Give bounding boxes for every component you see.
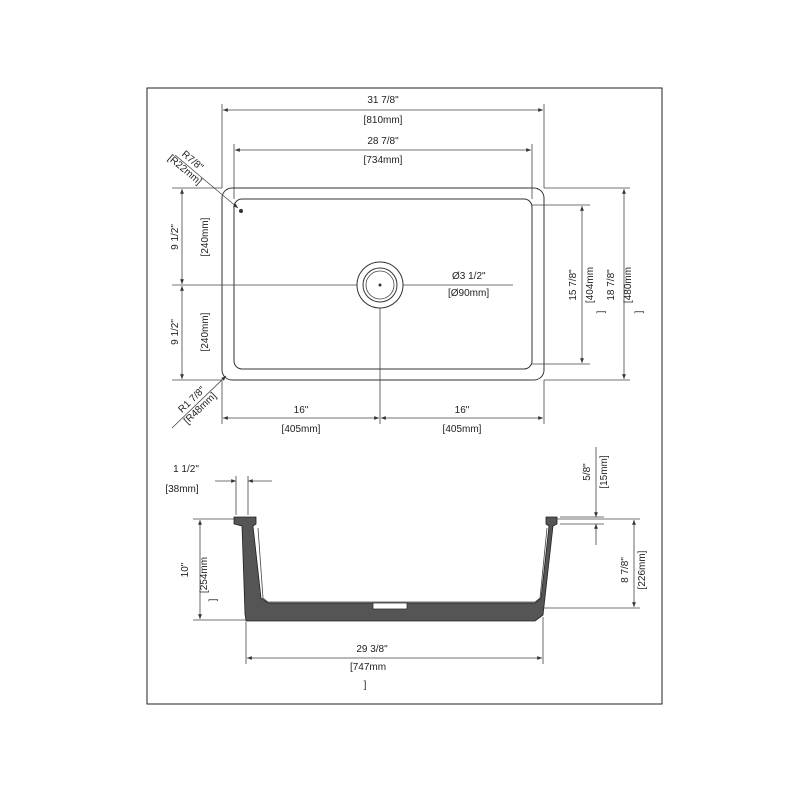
inner-depth-label: 15 7/8" [404mm ] <box>568 267 607 313</box>
corner-point <box>239 209 243 213</box>
bottom-width-imperial: 29 3/8" <box>356 644 388 655</box>
corner-radius-bottom-leader <box>171 375 227 429</box>
corner-radius-top-label: R7/8" [R22mm] <box>165 149 205 188</box>
drain-opening <box>372 602 408 610</box>
svg-text:[404mm: [404mm <box>585 267 596 303</box>
svg-text:10": 10" <box>180 562 191 577</box>
drain-diameter-imperial: Ø3 1/2" <box>452 271 486 282</box>
drain-offset-right-imperial: 16" <box>455 405 470 416</box>
bottom-width-metric: [747mm <box>350 662 386 673</box>
corner-radius-top-leader <box>174 154 239 209</box>
svg-text:[254mm: [254mm <box>199 557 210 593</box>
svg-text:]: ] <box>634 310 645 313</box>
side-view: 1 1/2" [38mm] 5/8" [15mm] 10" [254mm ] 8… <box>165 447 648 691</box>
half-depth-lower-label: 9 1/2" [240mm] <box>170 312 211 351</box>
flange-thickness-label: 5/8" [15mm] <box>582 455 610 489</box>
drain-diameter-metric: [Ø90mm] <box>448 288 489 299</box>
drain <box>356 261 404 309</box>
overall-height-label: 10" [254mm ] <box>180 557 219 601</box>
svg-text:5/8": 5/8" <box>582 463 593 481</box>
svg-text:[15mm]: [15mm] <box>599 455 610 489</box>
svg-text:[240mm]: [240mm] <box>200 217 211 256</box>
inner-height-label: 8 7/8" [226mm] <box>620 550 648 589</box>
overall-depth-label: 18 7/8" [480mm ] <box>606 267 645 313</box>
bottom-width-bracket: ] <box>364 680 367 691</box>
overall-width-imperial: 31 7/8" <box>367 95 399 106</box>
drain-offset-left-metric: [405mm] <box>282 424 321 435</box>
svg-text:18 7/8": 18 7/8" <box>606 269 617 301</box>
inner-width-metric: [734mm] <box>364 155 403 166</box>
svg-text:[226mm]: [226mm] <box>637 550 648 589</box>
svg-text:15 7/8": 15 7/8" <box>568 269 579 301</box>
flange-width-metric: [38mm] <box>165 484 199 495</box>
sink-inner-wall <box>257 527 548 603</box>
drain-offset-right-metric: [405mm] <box>443 424 482 435</box>
svg-text:[240mm]: [240mm] <box>200 312 211 351</box>
svg-text:]: ] <box>208 598 219 601</box>
svg-text:[480mm: [480mm <box>623 267 634 303</box>
drawing-frame <box>146 87 663 705</box>
svg-text:9 1/2": 9 1/2" <box>170 224 181 250</box>
sink-cross-section <box>233 516 558 622</box>
drain-offset-left-imperial: 16" <box>294 405 309 416</box>
flange-width-imperial: 1 1/2" <box>173 464 199 475</box>
svg-text:]: ] <box>596 310 607 313</box>
svg-text:8 7/8": 8 7/8" <box>620 557 631 583</box>
half-depth-upper-label: 9 1/2" [240mm] <box>170 217 211 256</box>
overall-width-metric: [810mm] <box>364 115 403 126</box>
sink-outer-outline <box>221 187 545 381</box>
svg-text:9 1/2": 9 1/2" <box>170 319 181 345</box>
top-view: 31 7/8" [810mm] 28 7/8" [734mm] R7/8" [R… <box>165 95 645 435</box>
sink-inner-outline <box>233 198 533 370</box>
inner-width-imperial: 28 7/8" <box>367 136 399 147</box>
